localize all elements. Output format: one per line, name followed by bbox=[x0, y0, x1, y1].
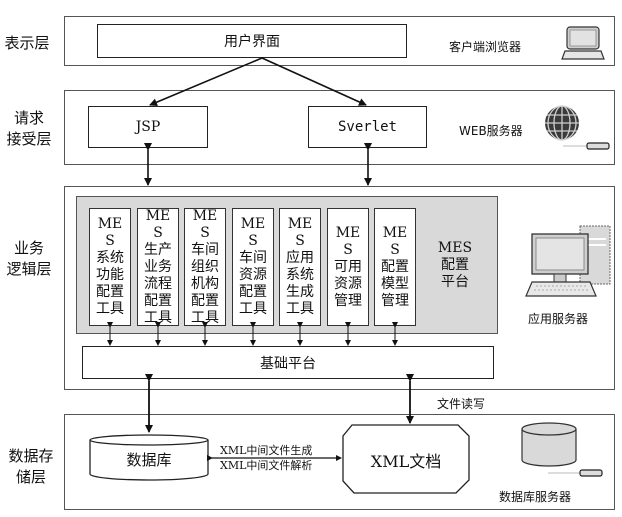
mes-tool-label: MES 系统 功能 配置 工具 bbox=[96, 216, 124, 317]
layer-label-line: 接受层 bbox=[6, 130, 52, 148]
globe-server-icon bbox=[545, 105, 610, 150]
xml-document-label: XML文档 bbox=[370, 452, 442, 471]
base-platform-label: 基础平台 bbox=[260, 355, 316, 372]
mes-config-platform-label: MES 配置 平台 bbox=[430, 240, 480, 291]
mes-tool-label: MES 配置 模型 管理 bbox=[381, 224, 409, 309]
mes-tool-box[interactable]: MES 生产 业务 流程 配置 工具 bbox=[137, 208, 179, 326]
database-server-icon bbox=[521, 422, 603, 477]
user-interface-box[interactable]: 用户界面 bbox=[97, 24, 407, 58]
mes-tool-box[interactable]: MES 应用 系统 生成 工具 bbox=[279, 208, 321, 326]
arrow-ui-to-servlet bbox=[261, 57, 367, 106]
layer-label-line: 储层 bbox=[15, 468, 46, 486]
layer-label-text: 表示层 bbox=[4, 34, 50, 52]
mes-tool-label: MES 车间 资源 配置 工具 bbox=[239, 216, 267, 317]
layer-label-request: 请求 接受层 bbox=[2, 108, 56, 150]
layer-label-presentation: 表示层 bbox=[0, 33, 54, 54]
mes-tool-box[interactable]: MES 车间 资源 配置 工具 bbox=[232, 208, 274, 326]
platform-label-line: MES bbox=[437, 240, 473, 256]
mes-tool-box[interactable]: MES 配置 模型 管理 bbox=[374, 208, 416, 326]
base-platform-box[interactable]: 基础平台 bbox=[82, 346, 494, 379]
platform-label-line: 平台 bbox=[441, 274, 469, 290]
mes-tool-label: MES 生产 业务 流程 配置 工具 bbox=[144, 207, 172, 326]
database-cylinder[interactable] bbox=[88, 433, 210, 483]
mes-tool-box[interactable]: MES 系统 功能 配置 工具 bbox=[89, 208, 131, 326]
xml-document-shape[interactable] bbox=[342, 424, 470, 494]
mes-tool-label: MES 可用 资源 管理 bbox=[334, 224, 362, 309]
arrow-ui-to-jsp bbox=[149, 57, 263, 106]
user-interface-label: 用户界面 bbox=[224, 34, 280, 50]
mes-tool-label: MES 应用 系统 生成 工具 bbox=[286, 216, 314, 317]
servlet-label: Sverlet bbox=[337, 119, 397, 135]
layer-label-line: 业务 bbox=[13, 239, 44, 257]
platform-label-line: 配置 bbox=[441, 257, 469, 273]
client-browser-label: 客户端浏览器 bbox=[449, 40, 522, 54]
mes-tool-box[interactable]: MES 可用 资源 管理 bbox=[327, 208, 369, 326]
jsp-label: JSP bbox=[135, 119, 161, 135]
mes-tool-label: MES 车间 组织 机构 配置 工具 bbox=[191, 207, 219, 326]
database-label: 数据库 bbox=[126, 451, 172, 469]
laptop-icon bbox=[561, 26, 605, 60]
app-server-label: 应用服务器 bbox=[528, 312, 589, 326]
layer-label-line: 请求 bbox=[13, 109, 44, 127]
jsp-box[interactable]: JSP bbox=[88, 106, 208, 148]
xml-generate-label: XML中间文件生成 bbox=[220, 444, 313, 457]
desktop-computer-icon bbox=[525, 225, 611, 297]
layer-label-line: 数据存 bbox=[8, 447, 54, 465]
xml-parse-label: XML中间文件解析 bbox=[220, 459, 313, 472]
mes-tool-box[interactable]: MES 车间 组织 机构 配置 工具 bbox=[184, 208, 226, 326]
file-read-write-label: 文件读写 bbox=[437, 397, 486, 411]
servlet-box[interactable]: Sverlet bbox=[308, 106, 427, 148]
layer-label-business: 业务 逻辑层 bbox=[2, 238, 56, 280]
web-server-label: WEB服务器 bbox=[459, 124, 523, 138]
db-server-label: 数据库服务器 bbox=[499, 490, 572, 504]
layer-label-line: 逻辑层 bbox=[6, 260, 52, 278]
layer-label-storage: 数据存 储层 bbox=[2, 446, 60, 488]
